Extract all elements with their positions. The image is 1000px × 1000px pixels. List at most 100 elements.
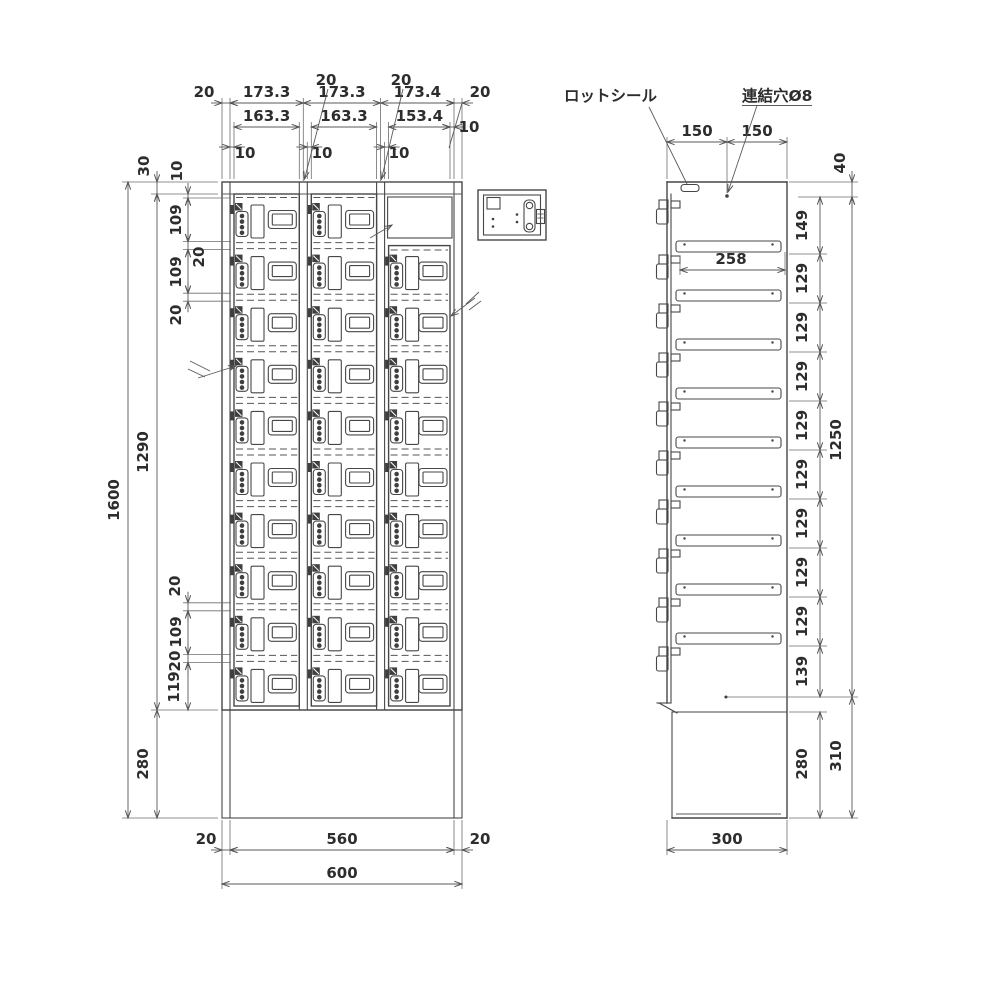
locker-cell — [385, 357, 448, 394]
keypad-dial — [394, 385, 399, 390]
locker-cell — [385, 306, 448, 342]
card-holder-window — [349, 316, 371, 329]
keypad-dial — [317, 374, 322, 379]
dial-keypad — [235, 314, 249, 341]
keypad-dial — [394, 637, 399, 643]
dial-keypad — [235, 468, 249, 496]
shelf — [675, 436, 782, 449]
keypad-dial — [239, 471, 245, 477]
latch-bar — [405, 307, 420, 342]
keypad-dial — [394, 580, 399, 586]
keypad-dial — [317, 643, 322, 648]
card-holder — [267, 209, 297, 230]
locker-cell — [230, 667, 297, 703]
detail-lock-capsule — [523, 199, 536, 233]
keypad-dial — [239, 385, 245, 390]
card-holder-window — [349, 368, 371, 381]
latch-bar — [250, 410, 265, 445]
door-panel — [387, 244, 451, 707]
keypad-dial — [239, 425, 245, 431]
locker-cell — [307, 203, 375, 239]
latch-bar — [405, 565, 420, 600]
card-holder-window — [271, 677, 293, 690]
keypad-dial — [317, 694, 322, 700]
locker-cell — [307, 667, 375, 703]
card-holder — [267, 313, 297, 333]
lock-keyway-slot — [235, 461, 242, 468]
keypad-dial — [239, 534, 245, 540]
dial-keypad — [390, 262, 404, 289]
keypad-dial — [394, 540, 399, 545]
lock-cylinder — [385, 308, 390, 318]
keypad-dial — [317, 580, 322, 586]
lock-cylinder — [230, 308, 235, 318]
keypad-dial — [394, 591, 399, 597]
dim-label: 20 — [167, 305, 185, 326]
dial-keypad — [235, 675, 249, 702]
card-holder-window — [422, 574, 444, 587]
keypad-dial — [239, 265, 245, 270]
keypad-dial — [394, 477, 399, 482]
lock-cylinder — [385, 617, 390, 627]
side-lock-body — [655, 508, 669, 525]
dim-label: 20 — [166, 651, 184, 672]
shelf — [675, 583, 782, 596]
dim-label: 20 — [470, 830, 491, 848]
shelf-dot — [683, 586, 686, 589]
open-cell-arrow — [369, 225, 392, 239]
card-holder-window — [349, 265, 371, 278]
lock-callout-arrow — [197, 366, 236, 379]
card-holder — [267, 571, 297, 591]
locker-cell — [230, 409, 297, 445]
detail-screw-dot — [515, 213, 519, 216]
keypad-dial — [239, 379, 245, 385]
keypad-dial — [317, 322, 322, 328]
keypad-dial — [239, 431, 245, 436]
locker-cell — [307, 254, 375, 291]
keypad-dial — [239, 678, 245, 683]
lock-keyway-slot — [235, 513, 242, 520]
keypad-dial — [239, 328, 245, 333]
latch-bar — [327, 462, 342, 497]
dial-keypad — [312, 572, 326, 599]
lock-keyway-slot — [390, 461, 397, 468]
side-lock-body — [655, 655, 669, 672]
latch-bar — [327, 410, 342, 445]
card-holder-window — [349, 213, 371, 226]
keypad-dial — [317, 219, 322, 224]
dial-keypad — [235, 417, 249, 444]
latch-bar — [327, 307, 342, 342]
lock-keyway-slot — [312, 616, 320, 623]
card-holder-window — [349, 626, 371, 639]
dim-label: 129 — [793, 263, 811, 294]
locker-cell — [307, 306, 375, 342]
keypad-dial — [317, 586, 322, 591]
lock-keyway-slot — [390, 564, 397, 572]
keypad-dial — [239, 574, 245, 580]
keypad-dial — [394, 482, 399, 488]
dim-label: 129 — [793, 312, 811, 343]
locker-cell — [230, 564, 297, 600]
keypad-dial — [239, 694, 245, 700]
shelf-dot — [683, 537, 686, 540]
card-holder — [418, 313, 448, 333]
lock-cylinder — [230, 669, 235, 679]
dim-label: 20 — [470, 83, 491, 101]
dial-keypad — [312, 210, 326, 238]
card-holder — [418, 622, 448, 642]
lock-keyway-slot — [390, 255, 397, 262]
detail-lock-ring — [525, 201, 534, 210]
dim-label: 600 — [326, 864, 357, 882]
side-lock-hook — [670, 402, 681, 411]
keypad-dial — [317, 368, 322, 374]
card-holder — [267, 364, 297, 384]
dial-keypad — [312, 675, 326, 702]
card-holder — [345, 261, 375, 281]
lock-keyway-slot — [235, 616, 242, 623]
lot-seal — [680, 183, 700, 193]
dim-label: 300 — [711, 830, 742, 848]
latch-bar — [250, 256, 265, 291]
dial-keypad — [235, 365, 249, 392]
